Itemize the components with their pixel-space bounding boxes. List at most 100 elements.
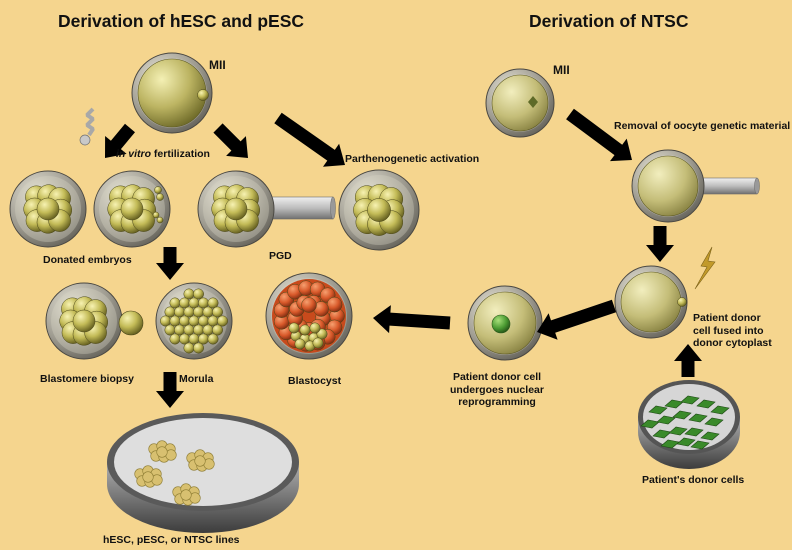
label-reprogramming: Patient donor cell undergoes nuclear rep…: [442, 371, 552, 409]
morula: [155, 282, 233, 360]
blastomere: [299, 324, 311, 336]
blastomere: [152, 211, 160, 219]
donor-cells-dish: [638, 380, 740, 469]
blastomere: [156, 216, 164, 224]
blastomere: [198, 333, 209, 345]
arrow-to-pgd: [213, 123, 248, 158]
label-removal: Removal of oocyte genetic material: [614, 120, 791, 132]
label-ivf: in vitro fertilization: [116, 148, 210, 161]
sperm-head: [79, 134, 91, 146]
donor-cell-fused: [677, 297, 687, 307]
arrow-from-donor-cells: [674, 344, 702, 377]
stem-cell-colony: [186, 449, 215, 472]
donated-embryo-1: [9, 170, 87, 248]
donor-cell: [656, 415, 676, 425]
label-fused-line1: Patient donor: [693, 312, 761, 324]
oocyte-cytoplasm: [491, 74, 549, 132]
blastomere: [164, 324, 176, 336]
donor-cell: [690, 440, 710, 450]
stem-cell-colony: [172, 483, 201, 506]
label-fused-line2: cell fused into: [693, 324, 764, 337]
colony-cell: [180, 489, 192, 501]
arrow-to-blastocyst: [373, 305, 451, 334]
arrow-to-donated-embryos: [105, 123, 135, 158]
spindle: [528, 96, 538, 108]
donor-cell: [684, 427, 704, 437]
label-morula: Morula: [179, 373, 214, 385]
sperm-tail: [85, 107, 95, 137]
stem-cell-colony: [148, 440, 177, 463]
sperm-icon: [79, 107, 95, 146]
blastomere: [212, 324, 223, 336]
blastomere: [207, 333, 219, 345]
blastomere: [301, 297, 317, 313]
blastomere: [217, 315, 228, 327]
biopsied-blastomere: [118, 310, 144, 336]
blastomere: [367, 198, 391, 222]
oocyte-cytoplasm: [620, 271, 682, 333]
donor-cell: [660, 439, 680, 449]
donor-cell: [688, 413, 708, 423]
label-reprogramming-line3: reprogramming: [458, 396, 536, 408]
donor-cell: [648, 405, 668, 415]
culture-dish-stem-cell-lines: [107, 413, 299, 533]
parthenote-embryo: [338, 169, 420, 251]
donor-cell: [710, 405, 730, 415]
label-ivf-rest: fertilization: [151, 148, 210, 160]
mii-oocyte-right: [485, 68, 555, 138]
blastomere: [288, 322, 300, 334]
label-parthenogenetic: Parthenogenetic activation: [345, 153, 480, 165]
blastomere: [326, 296, 343, 313]
donor-cell: [696, 399, 716, 409]
donor-cell: [704, 417, 724, 427]
arrow-to-parthenogenetic: [274, 112, 345, 167]
polar-body: [197, 89, 209, 101]
title-hesc-pesc: Derivation of hESC and pESC: [58, 11, 304, 31]
arrow-to-culture-dish: [156, 372, 184, 408]
label-stem-cell-lines: hESC, pESC, or NTSC lines: [103, 534, 240, 546]
enucleation-oocyte: [631, 149, 760, 223]
donor-cell: [676, 437, 696, 447]
blastomere: [207, 297, 219, 309]
arrow-to-fused: [646, 226, 674, 262]
label-donated-embryos: Donated embryos: [43, 254, 132, 266]
donor-cell: [668, 426, 688, 436]
label-pgd: PGD: [269, 250, 292, 262]
blastomere: [312, 337, 324, 349]
fused-oocyte: [614, 265, 688, 339]
blastomere: [183, 342, 195, 354]
enucleation-pipette: [689, 177, 760, 195]
blastomere: [224, 197, 248, 221]
blastomere: [169, 333, 181, 345]
pipette-end: [754, 177, 760, 195]
label-reprogramming-line1: Patient donor cell: [452, 371, 542, 383]
stem-cell-colony: [134, 465, 163, 488]
blastomere: [193, 288, 204, 300]
colony-cell: [194, 455, 206, 467]
label-fused-line3: donor cytoplast: [693, 337, 772, 349]
title-ntsc: Derivation of NTSC: [529, 11, 689, 31]
pgd-pipette: [265, 196, 336, 220]
blastomere: [120, 197, 144, 221]
label-fused: Patient donor cell fused into donor cyto…: [693, 312, 772, 350]
pipette-body: [265, 196, 334, 220]
pipette-end: [330, 196, 336, 220]
oocyte-cytoplasm: [637, 155, 699, 217]
mii-oocyte-left: [131, 52, 213, 134]
label-ivf-italic: in vitro: [116, 148, 152, 160]
blastomere: [156, 193, 164, 201]
donor-cell: [700, 431, 720, 441]
blastomere: [294, 338, 306, 350]
blastomere: [36, 197, 60, 221]
colony-cell: [142, 471, 154, 483]
pgd-embryo: [197, 170, 275, 248]
label-reprogramming-line2: undergoes nuclear: [450, 383, 544, 396]
blastomere: [316, 328, 328, 340]
label-mii-left: MII: [209, 58, 226, 72]
label-donor-cells: Patient's donor cells: [642, 474, 745, 486]
electric-pulse-icon: [694, 246, 716, 290]
blastomere: [154, 186, 162, 194]
blastomere: [72, 309, 96, 333]
colony-cell: [156, 446, 168, 458]
